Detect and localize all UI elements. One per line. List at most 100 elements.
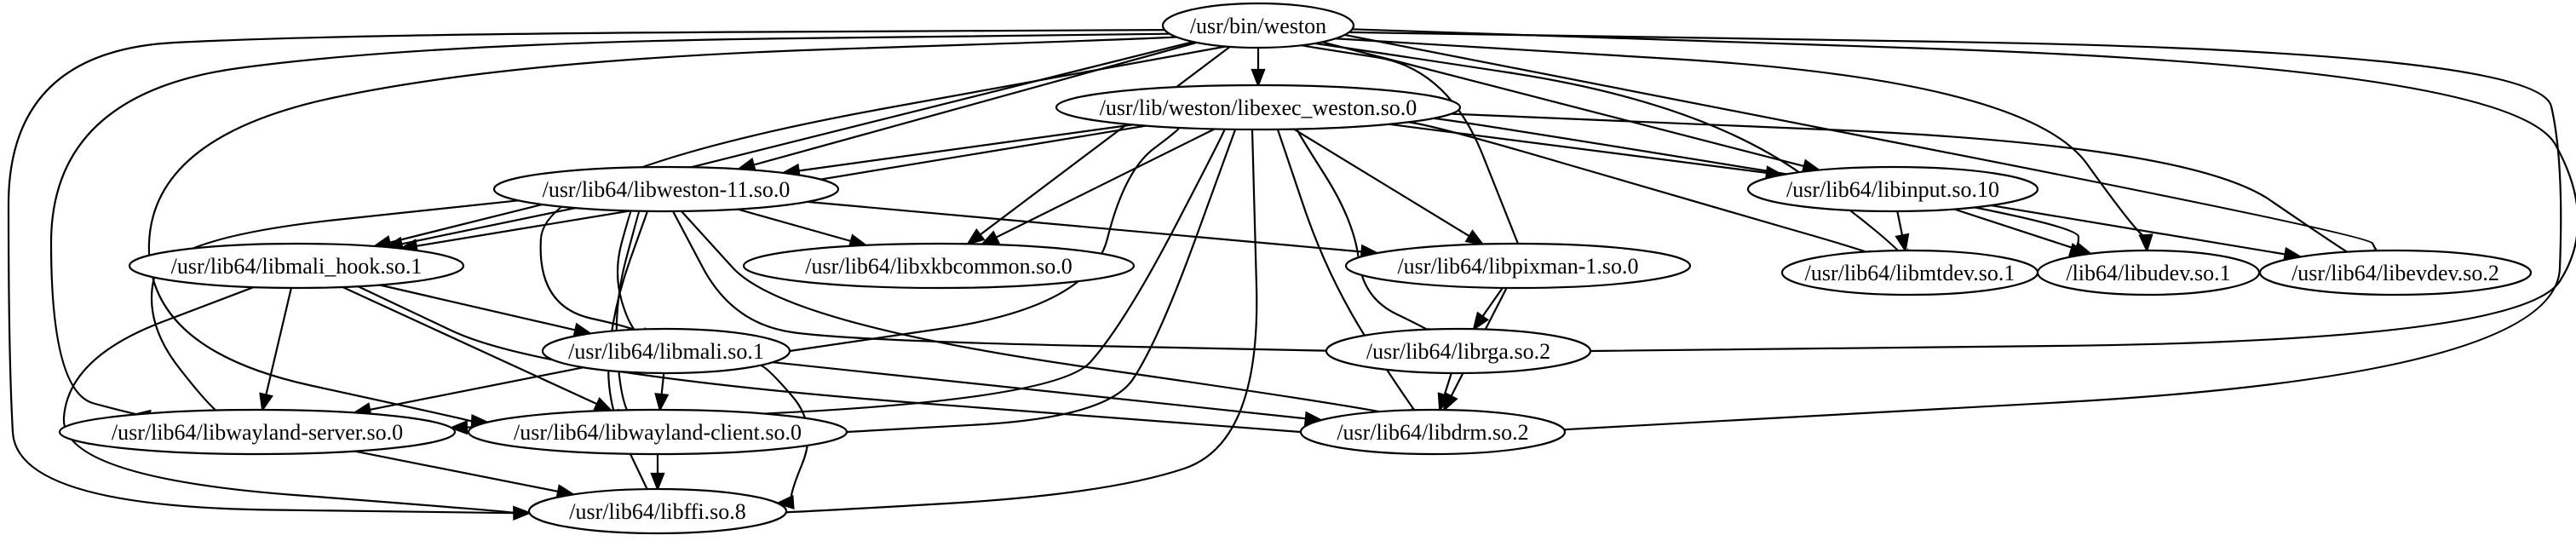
edge-line <box>681 210 1410 420</box>
arrowhead-icon <box>1251 68 1266 89</box>
edge-line <box>672 210 1343 353</box>
node-wlclient: /usr/lib64/libwayland-client.so.0 <box>467 408 848 456</box>
node-wlserver: /usr/lib64/libwayland-server.so.0 <box>58 408 457 456</box>
node-ellipse <box>492 165 840 213</box>
edge-line <box>1351 28 2576 353</box>
edge-libinput-to-mtdev <box>1895 210 1910 253</box>
edge-line <box>770 129 1258 514</box>
edge-malihook-to-wlserver <box>259 287 292 412</box>
edge-line <box>1343 33 2387 263</box>
node-label: /usr/lib64/libffi.so.8 <box>569 499 746 524</box>
edge-line <box>1276 129 1424 423</box>
edge-weston-to-udev <box>1334 37 2153 254</box>
edge-line <box>265 287 292 395</box>
node-label: /usr/lib64/libweston-11.so.0 <box>543 177 791 202</box>
node-evdev: /usr/lib64/libevdev.so.2 <box>2258 249 2533 296</box>
arrowhead-icon <box>774 494 795 510</box>
node-ellipse <box>1299 408 1567 456</box>
node-ellipse <box>58 408 457 456</box>
edge-line <box>1408 121 1886 260</box>
arrowhead-icon <box>513 505 532 521</box>
edge-layer <box>7 28 2576 521</box>
edge-line <box>807 200 1362 253</box>
arrowhead-icon <box>593 396 613 412</box>
edge-line <box>798 124 1133 172</box>
arrowhead-icon <box>1895 233 1910 253</box>
node-label: /usr/lib64/libmali_hook.so.1 <box>171 254 423 279</box>
node-label: /usr/lib64/libpixman-1.so.0 <box>1397 254 1638 279</box>
edge-libweston-to-xkb <box>737 208 869 249</box>
edge-weston-to-evdev <box>1343 33 2392 268</box>
node-label: /usr/lib64/libmtdev.so.1 <box>1805 261 2015 285</box>
node-label: /lib64/libudev.so.1 <box>2066 261 2230 285</box>
edge-line <box>753 41 1198 166</box>
node-rga: /usr/lib64/librga.so.2 <box>1325 327 1592 375</box>
node-weston: /usr/bin/weston <box>1161 2 1355 49</box>
edge-weston-to-libexec <box>1251 48 1266 89</box>
edge-line <box>995 128 1216 239</box>
edge-line <box>354 450 559 492</box>
edge-line <box>7 28 1166 515</box>
edge-weston-to-drm <box>1348 31 2562 438</box>
node-ellipse <box>128 242 465 290</box>
node-ellipse <box>1344 242 1692 290</box>
node-label: /usr/lib64/libwayland-server.so.0 <box>112 420 403 445</box>
node-drm: /usr/lib64/libdrm.so.2 <box>1299 408 1567 456</box>
arrowhead-icon <box>650 472 665 492</box>
edge-malihook-to-mali <box>379 284 593 337</box>
node-ellipse <box>742 242 1136 290</box>
arrowhead-icon <box>2073 241 2093 256</box>
edge-line <box>1443 372 1452 396</box>
node-mtdev: /usr/lib64/libmtdev.so.1 <box>1780 249 2039 296</box>
edge-malihook-to-ffi <box>62 285 532 521</box>
edge-line <box>1313 42 1911 267</box>
node-label: /usr/lib64/libxkbcommon.so.0 <box>805 254 1072 279</box>
edge-wlserver-to-ffi <box>354 450 576 499</box>
edge-libweston-to-wlserver <box>150 199 519 424</box>
edge-libexec-to-wlclient <box>846 129 1237 434</box>
edge-line <box>1481 287 1504 318</box>
node-ellipse <box>541 327 791 375</box>
edge-line <box>846 129 1237 434</box>
edge-line <box>369 366 584 411</box>
edge-weston-to-mtdev <box>1313 42 1917 268</box>
edge-line <box>616 210 643 339</box>
edge-line <box>772 361 1307 420</box>
edge-line <box>1953 208 2077 250</box>
arrowhead-icon <box>965 227 986 246</box>
node-xkb: /usr/lib64/libxkbcommon.so.0 <box>742 242 1136 290</box>
edge-line <box>400 207 576 245</box>
node-label: /usr/lib64/librga.so.2 <box>1366 339 1550 364</box>
edge-line <box>1296 128 1443 340</box>
node-label: /usr/lib64/libdrm.so.2 <box>1337 420 1528 445</box>
node-libweston: /usr/lib64/libweston-11.so.0 <box>492 165 840 213</box>
edge-line <box>979 45 1231 236</box>
edge-wlclient-to-ffi <box>650 454 665 492</box>
node-pixman: /usr/lib64/libpixman-1.so.0 <box>1344 242 1692 290</box>
node-ellipse <box>2258 249 2533 296</box>
edge-line <box>389 40 1194 244</box>
edge-line <box>150 199 519 418</box>
edge-line <box>357 285 1302 434</box>
node-libinput: /usr/lib64/libinput.so.10 <box>1746 165 2039 213</box>
node-ellipse <box>467 408 848 456</box>
edge-line <box>1896 210 1904 236</box>
edge-line <box>660 372 665 395</box>
arrowhead-icon <box>1464 229 1485 246</box>
node-libexec: /usr/lib/weston/libexec_weston.so.0 <box>1055 83 1462 131</box>
node-label: /usr/bin/weston <box>1190 14 1326 38</box>
node-label: /usr/lib64/libmali.so.1 <box>568 339 764 364</box>
arrowhead-icon <box>1437 392 1452 412</box>
edge-line <box>342 286 598 406</box>
edge-line <box>49 32 1170 418</box>
edge-line <box>1451 112 2358 259</box>
edge-line <box>379 284 576 331</box>
edge-line <box>737 208 852 243</box>
node-label: /usr/lib64/libinput.so.10 <box>1786 177 1999 202</box>
edge-line <box>1321 41 1805 168</box>
node-ellipse <box>527 487 788 535</box>
edge-line <box>1301 44 1520 245</box>
arrowhead-icon <box>1472 311 1490 331</box>
node-udev: /lib64/libudev.so.1 <box>2036 249 2261 296</box>
